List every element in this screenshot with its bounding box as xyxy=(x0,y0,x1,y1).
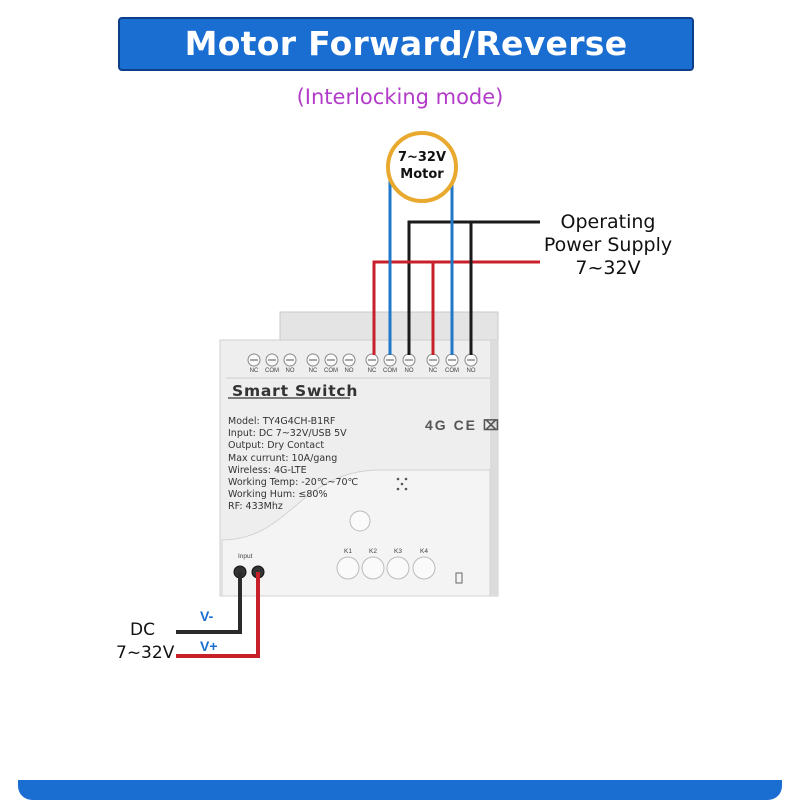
motor-symbol: 7~32V Motor xyxy=(386,131,458,203)
terminal-label: COM xyxy=(445,368,459,374)
usb-port-icon xyxy=(455,572,463,584)
terminal-label: NC xyxy=(367,368,377,374)
key-label: K2 xyxy=(369,548,377,555)
device-right-step xyxy=(490,340,498,596)
terminal-label: NC xyxy=(428,368,438,374)
terminal-label: NC xyxy=(308,368,318,374)
relay-module xyxy=(219,311,499,597)
spec-hum: Working Hum: ≤80% xyxy=(228,489,328,501)
v-minus-label: V- xyxy=(200,608,214,624)
dc-label: DC xyxy=(130,620,155,640)
certification-marks: 4G CE ⌧ xyxy=(425,417,502,433)
spec-output: Output: Dry Contact xyxy=(228,440,325,452)
k3-button xyxy=(386,556,410,580)
terminal-label: NC xyxy=(249,368,259,374)
wire-supply-red xyxy=(372,260,540,355)
terminal-label: NO xyxy=(466,368,476,374)
terminal-label: NO xyxy=(344,368,354,374)
terminal-label: COM xyxy=(265,368,279,374)
k1-button xyxy=(336,556,360,580)
device-brand: Smart Switch xyxy=(232,382,359,400)
key-label: K1 xyxy=(344,548,352,555)
key-label: K4 xyxy=(420,548,428,555)
key-label: K3 xyxy=(394,548,402,555)
power-supply-wires xyxy=(372,220,540,355)
v-plus-label: V+ xyxy=(200,638,218,654)
spec-model: Model: TY4G4CH-B1RF xyxy=(228,416,336,427)
motor-voltage: 7~32V xyxy=(397,150,447,165)
operating-power-supply: Operating Power Supply 7~32V xyxy=(523,211,693,280)
dc-voltage: 7~32V xyxy=(116,643,175,663)
motor-label: Motor xyxy=(400,167,444,182)
ps-line-1: Operating xyxy=(560,211,656,233)
terminal-label: NO xyxy=(285,368,295,374)
input-label: Input xyxy=(238,553,253,560)
pair-button xyxy=(349,510,371,532)
terminal-label: COM xyxy=(383,368,397,374)
terminal-label: COM xyxy=(324,368,338,374)
ps-line-3: 7~32V xyxy=(575,257,641,279)
spec-temp: Working Temp: -20℃~70℃ xyxy=(228,477,359,489)
bottom-accent-bar xyxy=(18,780,782,800)
subtitle: (Interlocking mode) xyxy=(296,85,504,109)
spec-wireless: Wireless: 4G-LTE xyxy=(228,464,307,476)
k4-button xyxy=(412,556,436,580)
page-title: Motor Forward/Reverse Control xyxy=(118,17,694,113)
dc-wires xyxy=(176,572,260,658)
spec-current: Max currunt: 10A/gang xyxy=(228,452,338,464)
k2-button xyxy=(361,556,385,580)
spec-rf: RF: 433Mhz xyxy=(228,501,283,513)
wire-black-nc2 xyxy=(409,220,473,355)
indicator-dots xyxy=(396,477,408,491)
terminal-label: NO xyxy=(404,368,414,374)
spec-input: Input: DC 7~32V/USB 5V xyxy=(228,428,347,440)
wire-dc-positive xyxy=(176,572,260,658)
device-specs: Model: TY4G4CH-B1RF Input: DC 7~32V/USB … xyxy=(228,416,358,514)
wire-dc-negative xyxy=(176,572,242,634)
ps-line-2: Power Supply xyxy=(543,234,673,256)
